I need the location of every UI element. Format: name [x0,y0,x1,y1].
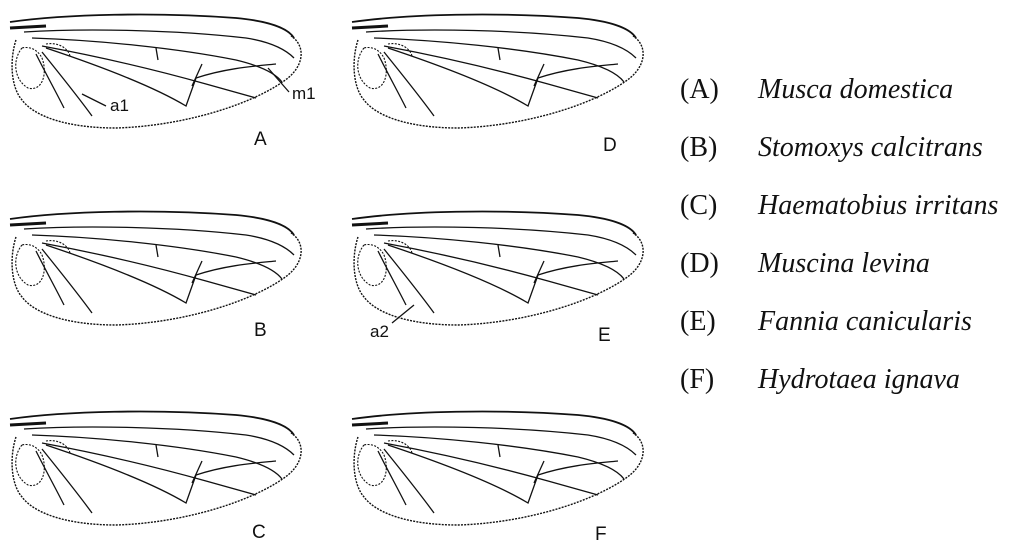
legend-key-a: (A) [680,74,758,106]
legend-row-f: (F)Hydrotaea ignava [680,364,960,396]
legend-name-b: Stomoxys calcitrans [758,132,983,163]
legend-name-e: Fannia canicularis [758,306,972,337]
panel-letter-e: E [598,325,611,347]
legend-key-c: (C) [680,190,758,222]
legend-row-e: (E)Fannia canicularis [680,306,972,338]
legend-key-e: (E) [680,306,758,338]
legend-row-c: (C)Haematobius irritans [680,190,998,222]
wing-panel-b [6,205,306,330]
legend-name-d: Muscina levina [758,248,930,279]
legend-name-f: Hydrotaea ignava [758,364,960,395]
panel-letter-c: C [252,522,266,544]
wing-panel-d [348,8,648,133]
legend-row-b: (B)Stomoxys calcitrans [680,132,983,164]
wing-panel-e: a2 [348,205,648,330]
panel-letter-f: F [595,524,607,546]
legend-key-d: (D) [680,248,758,280]
wing-drawing-f [348,405,648,530]
panel-letter-b: B [254,320,267,342]
legend-key-b: (B) [680,132,758,164]
panel-letter-d: D [603,135,617,157]
wing-drawing-c [6,405,306,530]
legend-name-a: Musca domestica [758,74,953,105]
annotation-leader-e [348,205,648,330]
legend-name-c: Haematobius irritans [758,190,998,221]
wing-panel-f [348,405,648,530]
wing-panel-c [6,405,306,530]
wing-drawing-b [6,205,306,330]
wing-panel-a: a1 m1 [6,8,306,133]
legend-row-a: (A)Musca domestica [680,74,953,106]
panel-letter-a: A [254,129,267,151]
wing-drawing-d [348,8,648,133]
legend-key-f: (F) [680,364,758,396]
legend-row-d: (D)Muscina levina [680,248,930,280]
annotation-leaders-a [6,8,306,133]
